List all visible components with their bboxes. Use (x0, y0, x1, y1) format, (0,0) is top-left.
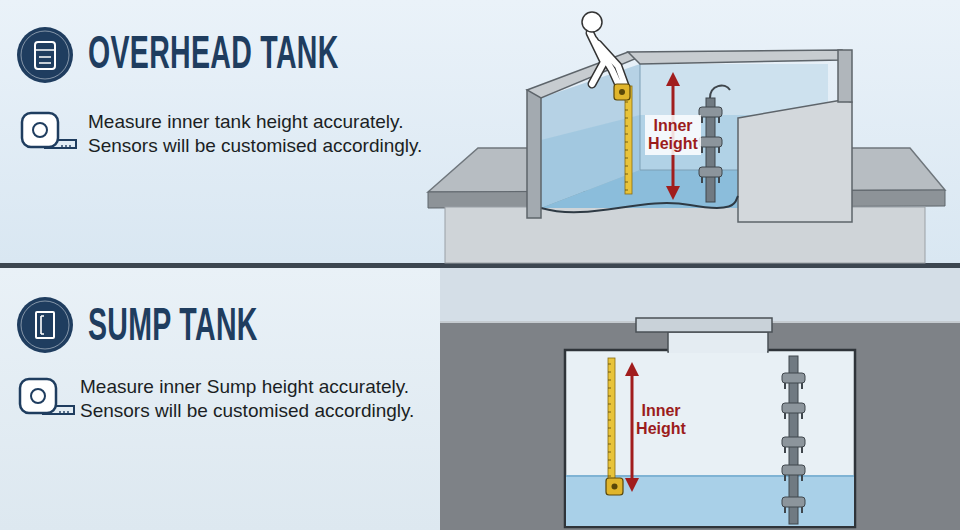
instruction-text: Measure inner Sump height accurately. Se… (80, 375, 440, 423)
instruction-text: Measure inner tank height accurately. Se… (88, 110, 448, 158)
panel-heading: OVERHEAD TANK (88, 29, 339, 75)
panel-band: SUMP TANK Measure inner Sump height accur… (0, 268, 960, 530)
panel-band: OVERHEAD TANK Measure inner tank height a… (0, 0, 960, 263)
panel-heading: SUMP TANK (88, 301, 258, 347)
